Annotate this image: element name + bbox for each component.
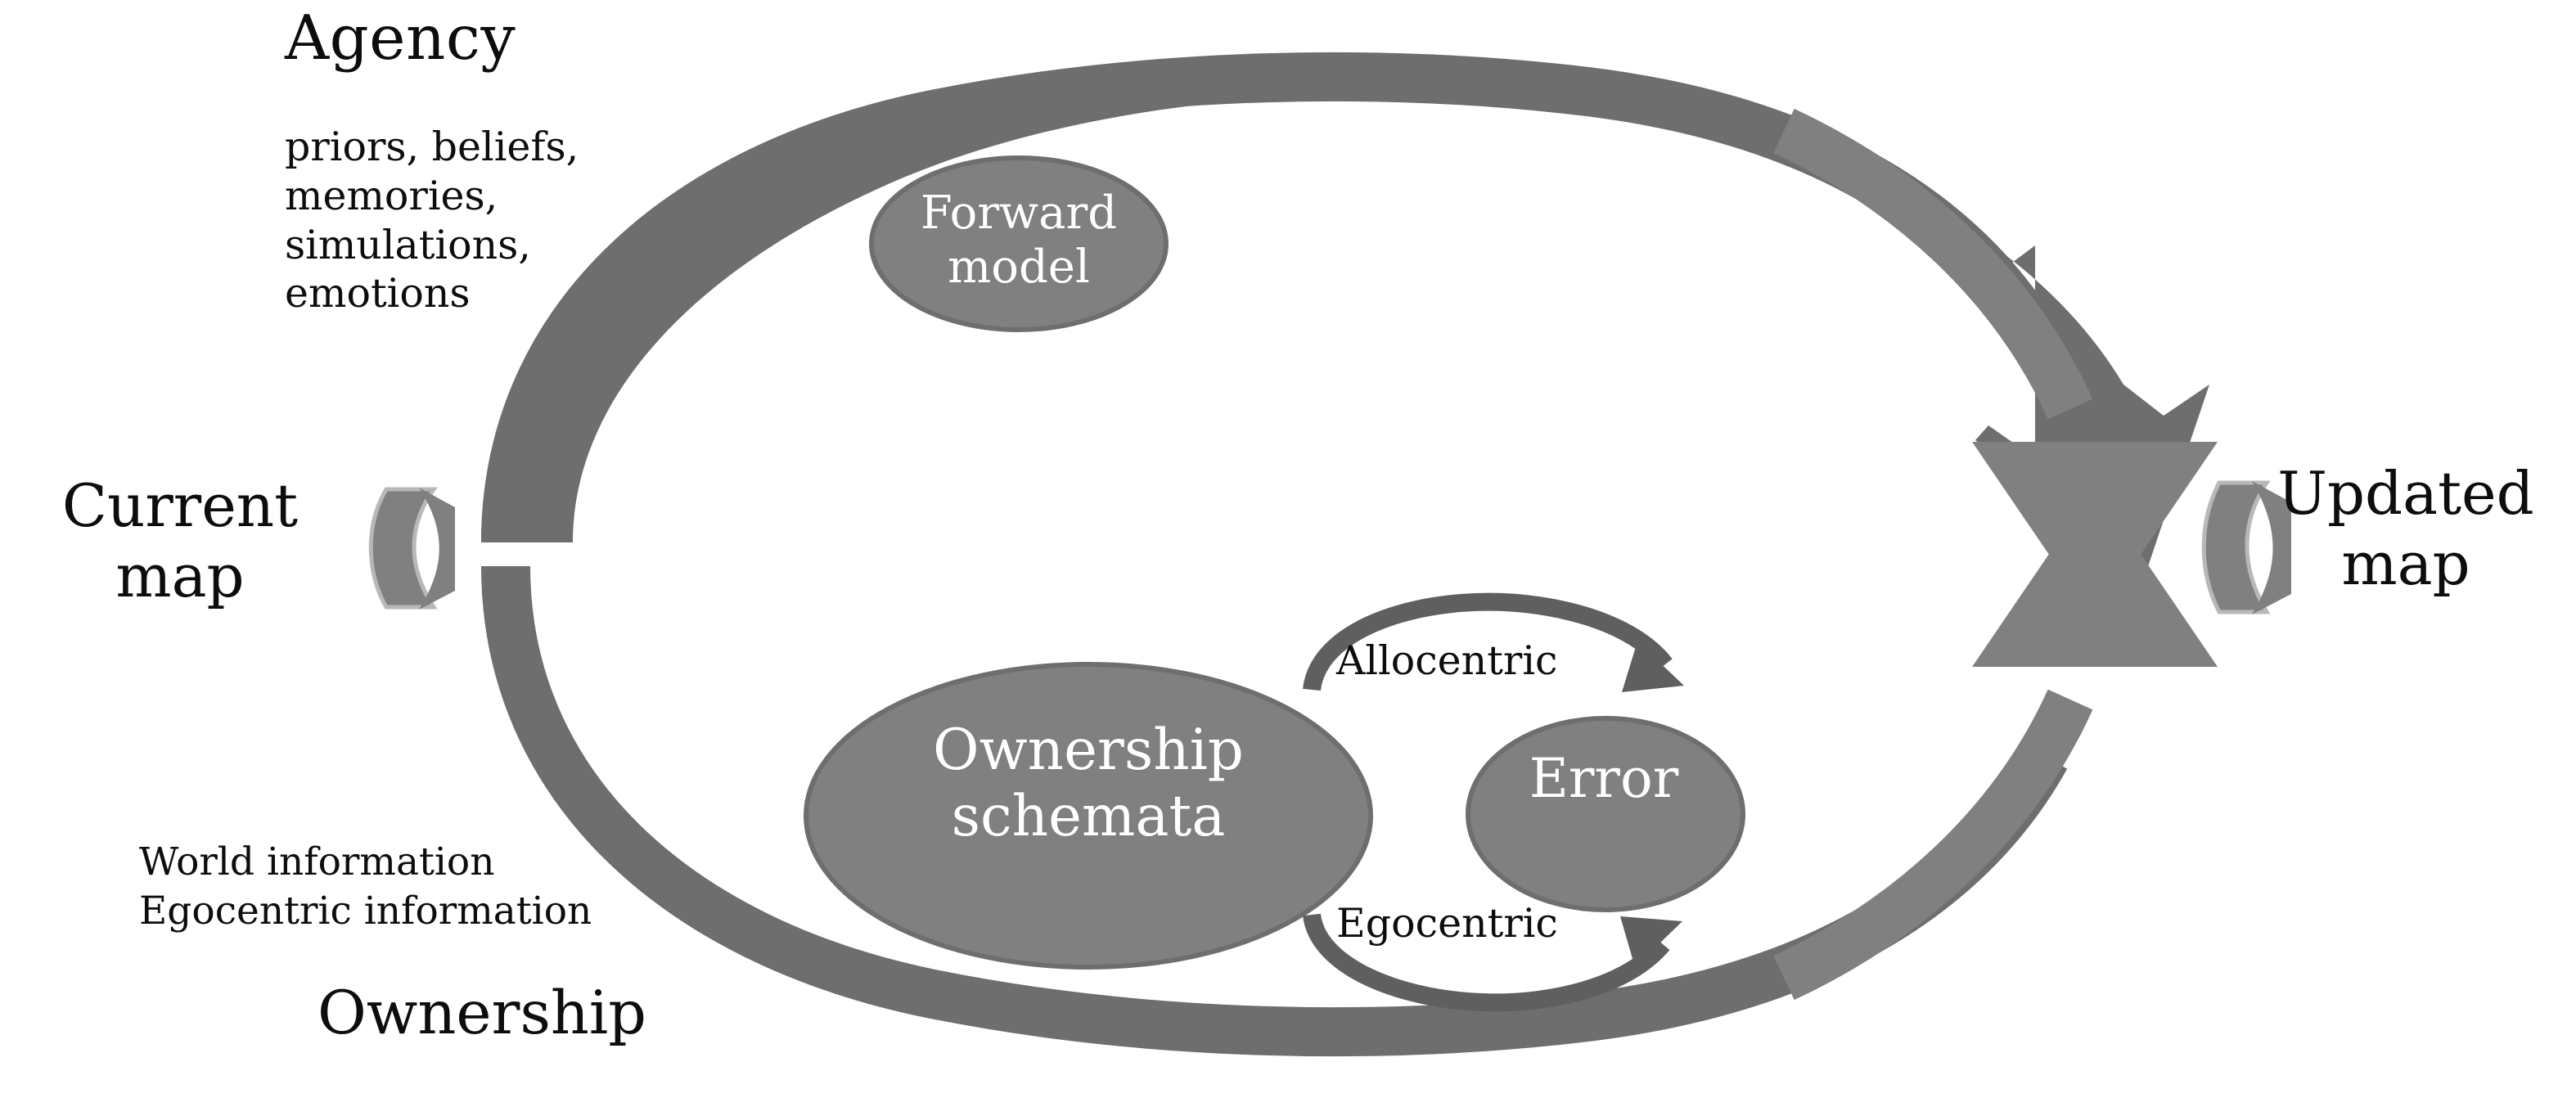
lower-arrow-head	[1972, 487, 2218, 667]
lower-arc-light	[1773, 689, 2093, 1001]
egocentric-arrow-head	[1620, 916, 1682, 967]
node-label-forward-model: Forward model	[920, 187, 1118, 294]
ownership-title: Ownership	[317, 979, 646, 1048]
allocentric-arrow	[1303, 592, 1673, 691]
node-label-ownership-schemata: Ownership schemata	[933, 718, 1244, 849]
node-ownership-schemata[interactable]	[804, 662, 1373, 970]
output-chevron-icon	[2201, 480, 2271, 614]
node-label-error: Error	[1529, 747, 1679, 810]
output-chevron-tail	[2252, 481, 2291, 614]
egocentric-arrow	[1303, 912, 1670, 1012]
world-information-label: World information Egocentric information	[139, 839, 592, 934]
input-chevron-tail	[419, 488, 455, 610]
agency-attributes-list: priors, beliefs, memories, simulations, …	[285, 124, 579, 317]
allocentric-arrow-head	[1622, 641, 1684, 692]
egocentric-label: Egocentric	[1336, 900, 1558, 947]
input-chevron-icon	[368, 487, 438, 610]
node-forward-model[interactable]	[869, 155, 1169, 332]
agency-title: Agency	[285, 2, 516, 74]
upper-arc-light	[1773, 108, 2093, 420]
allocentric-label: Allocentric	[1336, 637, 1558, 684]
node-error[interactable]	[1466, 716, 1745, 912]
upper-arc-band	[481, 70, 2209, 578]
updated-map-label: Updated map	[2277, 459, 2534, 599]
current-map-label: Current map	[61, 471, 299, 611]
